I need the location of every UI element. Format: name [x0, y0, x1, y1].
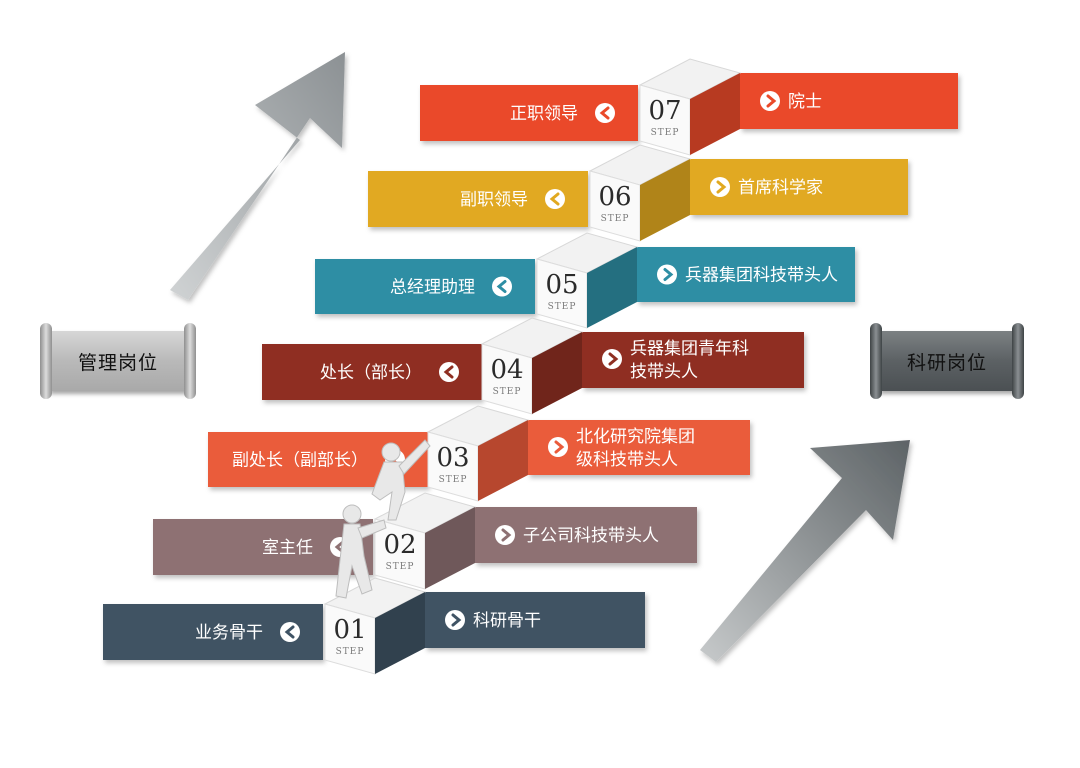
research-role-label: 首席科学家 — [738, 178, 823, 198]
management-track-label: 管理岗位 — [77, 351, 158, 374]
step-word: STEP — [336, 647, 365, 657]
step-number: 02 — [383, 530, 416, 560]
research-role-label: 子公司科技带头人 — [523, 526, 659, 546]
cube-side-face — [587, 247, 637, 328]
research-role-label: 北化研究院集团级科技带头人 — [576, 427, 695, 470]
cube-side-face — [478, 420, 528, 501]
research-role-line: 首席科学家 — [738, 178, 823, 198]
research-role-line: 技带头人 — [630, 362, 698, 382]
chevron-right-circle-icon — [548, 437, 568, 457]
management-role-label: 处长（部长） — [320, 363, 422, 383]
chevron-right-circle-icon — [710, 177, 730, 197]
step-number: 03 — [436, 443, 469, 473]
chevron-right-circle-icon — [760, 91, 780, 111]
management-role-label: 业务骨干 — [195, 623, 263, 643]
step-word: STEP — [386, 562, 415, 572]
scroll-roll-icon — [184, 323, 196, 399]
chevron-right-circle-icon — [495, 525, 515, 545]
research-track-banner: 科研岗位 — [870, 323, 1024, 399]
scroll-roll-icon — [40, 323, 52, 399]
research-role-line: 科研骨干 — [473, 611, 541, 631]
chevron-left-circle-icon — [439, 362, 459, 382]
cube-side-face — [425, 507, 475, 589]
chevron-right-circle-icon — [602, 349, 622, 369]
research-role-line: 兵器集团科技带头人 — [685, 266, 838, 286]
upper-left-arrow-icon — [170, 52, 345, 300]
cube-side-face — [532, 332, 582, 414]
management-track-banner: 管理岗位 — [40, 323, 196, 399]
step-number: 05 — [545, 270, 578, 300]
chevron-right-circle-icon — [445, 610, 465, 630]
chevron-left-circle-icon — [492, 276, 512, 297]
management-role-label: 副职领导 — [460, 190, 528, 210]
research-role-line: 兵器集团青年科 — [630, 339, 749, 359]
scroll-roll-icon — [1012, 323, 1024, 399]
management-role-label: 总经理助理 — [390, 278, 475, 298]
research-role-line: 级科技带头人 — [576, 450, 678, 470]
research-role-label: 科研骨干 — [473, 611, 541, 631]
cube-side-face — [640, 159, 690, 241]
chevron-right-circle-icon — [657, 264, 677, 285]
research-role-label: 兵器集团青年科技带头人 — [630, 339, 749, 382]
step-word: STEP — [493, 387, 522, 397]
cube-side-face — [375, 592, 425, 674]
step-number: 07 — [648, 96, 681, 126]
management-role-label: 室主任 — [262, 538, 313, 558]
research-role-line: 院士 — [788, 92, 822, 112]
step-number: 01 — [333, 615, 366, 645]
step-word: STEP — [601, 214, 630, 224]
chevron-left-circle-icon — [545, 189, 565, 209]
management-role-label: 正职领导 — [510, 104, 578, 124]
step-number: 06 — [598, 182, 631, 212]
research-role-line: 子公司科技带头人 — [523, 526, 659, 546]
research-role-label: 院士 — [788, 92, 822, 112]
step-number: 04 — [490, 355, 523, 385]
research-role-label: 兵器集团科技带头人 — [685, 266, 838, 286]
scroll-roll-icon — [870, 323, 882, 399]
chevron-left-circle-icon — [280, 622, 300, 642]
management-role-label: 副处长（副部长） — [232, 451, 368, 471]
step-word: STEP — [439, 475, 468, 485]
step-word: STEP — [548, 302, 577, 312]
climbing-figures-icon — [335, 439, 431, 599]
research-role-line: 北化研究院集团 — [576, 427, 695, 447]
research-track-label: 科研岗位 — [906, 351, 987, 374]
cube-side-face — [690, 73, 740, 155]
lower-right-arrow-icon — [700, 440, 910, 662]
chevron-left-circle-icon — [595, 103, 615, 123]
step-word: STEP — [651, 128, 680, 138]
